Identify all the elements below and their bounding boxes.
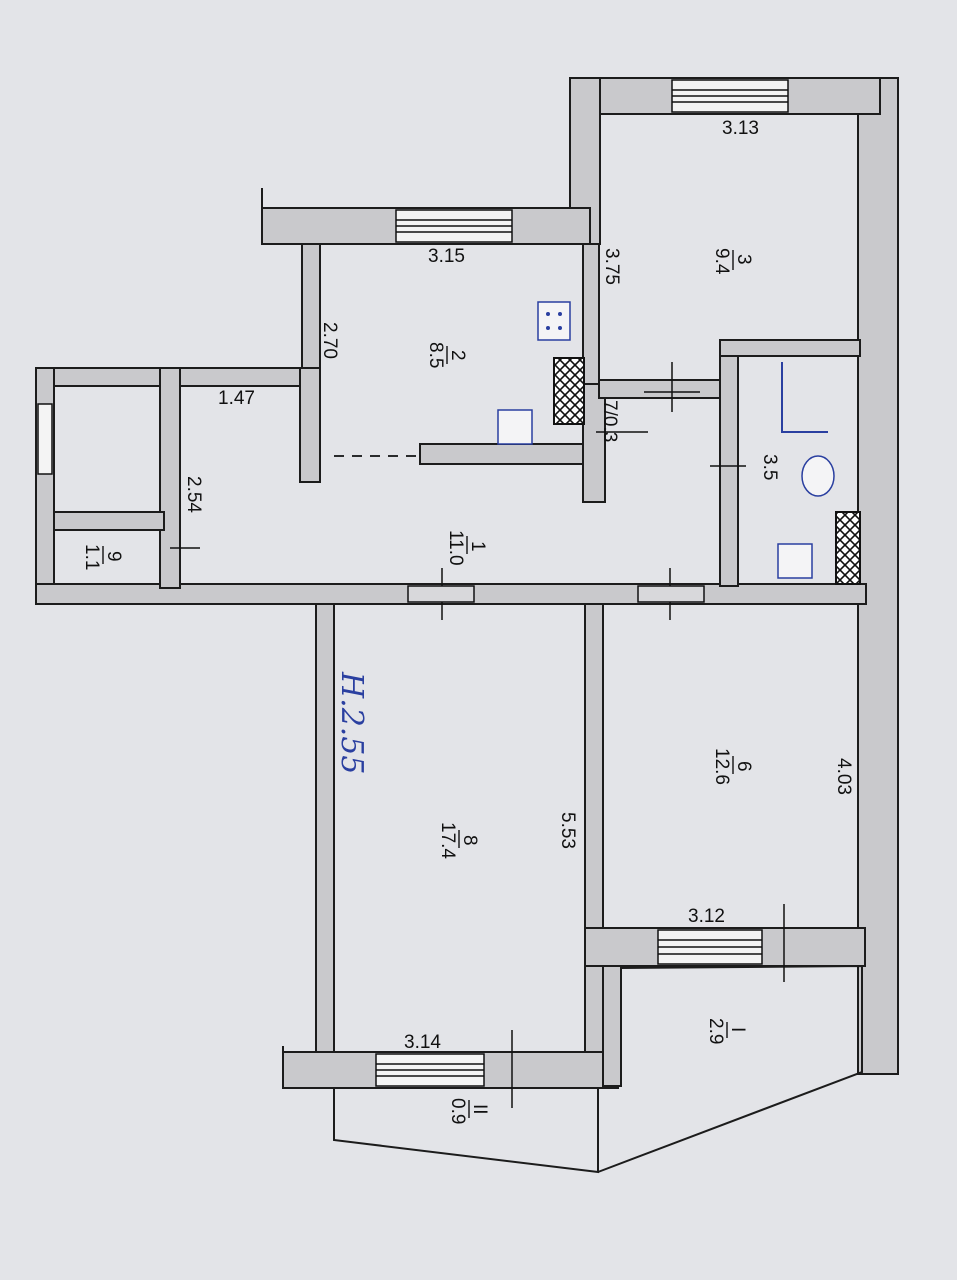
wall-kitchen-east (582, 243, 600, 385)
dim-3-15: 3.15 (428, 246, 465, 267)
room-3-area: 9.4 (711, 248, 732, 275)
dim-3-13: 3.13 (722, 118, 759, 139)
wall-room8-west (315, 603, 335, 1055)
dim-3-14: 3.14 (404, 1032, 441, 1053)
bathtub-outline (781, 362, 828, 433)
dim-3-75: 3.75 (601, 248, 622, 285)
room-1-number: 1 (467, 541, 488, 552)
toilet-icon (801, 455, 835, 497)
room-3-label: 3 9.4 (711, 248, 754, 275)
wall-closets (159, 367, 181, 589)
bath-vent-hatch (835, 511, 861, 585)
room-7-label: 7/0.3 (599, 400, 620, 442)
room-1-label: 1 11.0 (445, 530, 488, 566)
labels: 3.13 3.75 3 9.4 3.15 2.70 2 8.5 1.47 2.5… (81, 118, 854, 1124)
fixtures (497, 301, 861, 585)
balcony-I-outline (597, 964, 863, 1173)
balcony-II-number: II (469, 1104, 490, 1115)
wall-east (857, 77, 899, 1075)
dim-2-54: 2.54 (183, 476, 204, 513)
doors (170, 362, 785, 1108)
room-2-label: 2 8.5 (425, 342, 468, 368)
room-1-area: 11.0 (445, 530, 466, 566)
handwritten-ceiling-note: Н.2.55 (334, 671, 369, 775)
room-9-number: 9 (103, 551, 124, 562)
room-9-area: 1.1 (81, 544, 102, 570)
dim-2-70: 2.70 (319, 322, 340, 359)
balcony-II-outline (333, 1088, 599, 1174)
window-room3 (671, 79, 789, 113)
kitchen-sink-icon (497, 409, 533, 445)
wall-room8-east (584, 603, 604, 1081)
balcony-I-area: 2.9 (705, 1018, 726, 1044)
dim-5-53: 5.53 (557, 812, 578, 849)
bath-area: 3.5 (759, 454, 780, 480)
window-kitchen (395, 209, 513, 243)
dim-1-47: 1.47 (218, 388, 255, 409)
stove-icon (537, 301, 571, 341)
room-8-label: 8 17.4 (437, 822, 480, 859)
room-2-area: 8.5 (425, 342, 446, 368)
wall-room3-south (598, 379, 724, 399)
wall-hall-west (299, 367, 321, 483)
window-room6 (657, 929, 763, 965)
dim-3-12: 3.12 (688, 906, 725, 927)
wall-hall-kitchen (419, 443, 601, 465)
bath-sink-icon (777, 543, 813, 579)
wall-kitchen-west (301, 243, 321, 369)
room-9-label: 9 1.1 (81, 544, 124, 570)
balcony-II-area: 0.9 (447, 1098, 468, 1124)
room-2-number: 2 (447, 350, 468, 361)
wall-closet-split (53, 511, 165, 531)
room-6-area: 12.6 (711, 748, 732, 785)
room-8-number: 8 (459, 835, 480, 846)
room-6-label: 6 12.6 (711, 748, 754, 785)
wall-bath-north (719, 339, 861, 357)
wall-room7 (582, 383, 606, 503)
window-closet-top (37, 403, 53, 475)
window-room8 (375, 1053, 485, 1087)
wall-bath-west (719, 339, 739, 587)
kitchen-vent-hatch (553, 357, 585, 425)
balcony-I-number: I (727, 1027, 748, 1032)
windows (37, 79, 789, 1087)
balcony-II-label: II 0.9 (447, 1098, 490, 1124)
room-8-area: 17.4 (437, 822, 458, 859)
room-6-number: 6 (733, 761, 754, 772)
wall-balcony1-west (602, 965, 622, 1087)
dim-4-03: 4.03 (833, 758, 854, 795)
balcony-I-label: I 2.9 (705, 1018, 748, 1044)
balconies (261, 188, 863, 1174)
room-3-number: 3 (733, 254, 754, 265)
